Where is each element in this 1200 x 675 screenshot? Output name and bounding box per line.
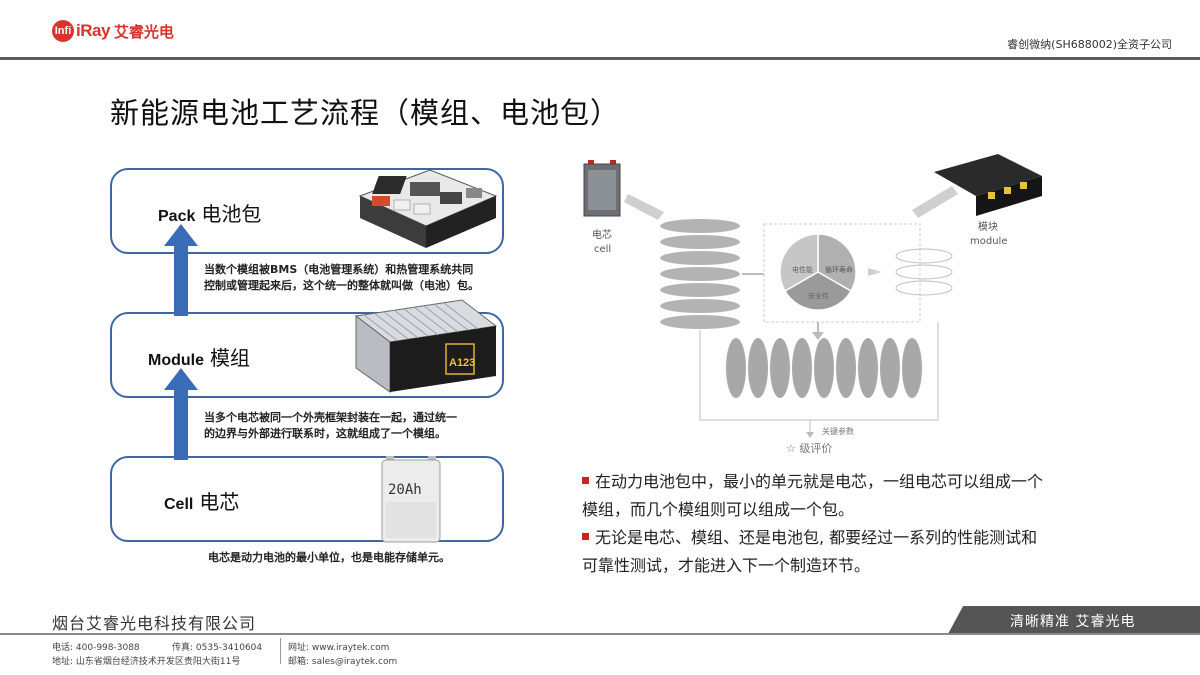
module-description: 当多个电芯被同一个外壳框架封装在一起，通过统一 的边界与外部进行联系时，这就组成…	[204, 410, 457, 442]
header-tagline: 睿创微纳(SH688002)全资子公司	[1007, 38, 1172, 51]
bullet-list: 在动力电池包中，最小的单元就是电芯，一组电芯可以组成一个模组，而几个模组则可以组…	[582, 468, 1052, 580]
cell-label-cn-right: 电芯	[592, 228, 612, 241]
company-logo[interactable]: Infi iRay 艾睿光电	[52, 20, 174, 42]
footer-email[interactable]: 邮箱: sales@iraytek.com	[288, 657, 398, 667]
header-divider	[0, 57, 1200, 60]
footer-phone: 电话: 400-998-3088	[52, 643, 140, 653]
footer-address: 地址: 山东省烟台经济技术开发区贵阳大街11号	[52, 657, 241, 667]
footer-company-name: 烟台艾睿光电科技有限公司	[52, 614, 257, 633]
slide-title: 新能源电池工艺流程（模组、电池包）	[110, 96, 621, 130]
bullet-marker-icon	[582, 477, 589, 484]
cell-label-en: Cell	[164, 496, 194, 513]
module-arrow-icon	[912, 186, 958, 218]
arrow-cell-to-module-icon	[164, 368, 198, 460]
cell-arrow-icon	[624, 194, 664, 220]
module-desc-line-1: 当多个电芯被同一个外壳框架封装在一起，通过统一	[204, 411, 457, 424]
footer-fax: 传真: 0535-3410604	[172, 643, 263, 653]
condition-ovals	[895, 248, 953, 296]
result-ovals-row	[726, 338, 922, 398]
cell-icon	[583, 160, 621, 217]
pack-label-cn: 电池包	[201, 202, 262, 226]
pie-label-3: 安全性	[808, 291, 829, 300]
cell-description: 电芯是动力电池的最小单位，也是电能存储单元。	[208, 551, 450, 564]
testing-flow-diagram: 电芯 cell 模块 module	[578, 150, 1058, 460]
module-desc-line-2: 的边界与外部进行联系时，这就组成了一个模组。	[204, 427, 446, 440]
key-params-label: 关键参数	[822, 426, 854, 436]
logo-mark: Infi	[52, 20, 74, 42]
module-label-cn-right: 模块	[978, 221, 998, 233]
module-label-en: Module	[148, 352, 204, 369]
footer-website[interactable]: 网址: www.iraytek.com	[288, 643, 390, 653]
module-label: Module 模组	[148, 342, 250, 371]
cell-capacity-text: 20Ah	[388, 482, 422, 498]
logo-cn-name: 艾睿光电	[113, 22, 174, 41]
bullet-text-1: 在动力电池包中，最小的单元就是电芯，一组电芯可以组成一个模组，而几个模组则可以组…	[582, 472, 1044, 519]
cell-label-cn: 电芯	[199, 490, 240, 514]
pack-desc-line-2: 控制或管理起来后，这个统一的整体就叫做（电池）包。	[204, 279, 479, 292]
pack-description: 当数个模组被BMS（电池管理系统）和热管理系统共同 控制或管理起来后，这个统一的…	[204, 262, 479, 294]
bullet-item-2: 无论是电芯、模组、还是电池包, 都要经过一系列的性能测试和可靠性测试，才能进入下…	[582, 524, 1052, 580]
logo-name: iRay	[76, 21, 110, 40]
cell-box: Cell 电芯	[110, 456, 504, 542]
pie-label-2: 循环寿命	[825, 265, 853, 274]
header: Infi iRay 艾睿光电 睿创微纳(SH688002)全资子公司	[0, 0, 1200, 62]
evaluation-pie: 电性能 循环寿命 安全性	[779, 233, 857, 311]
footer-slogan: 清晰精准 艾睿光电	[1010, 614, 1136, 630]
pie-label-1: 电性能	[792, 265, 813, 274]
battery-cell-image: 20Ah	[380, 454, 444, 548]
cell-label: Cell 电芯	[164, 486, 239, 515]
bullet-marker-icon	[582, 533, 589, 540]
footer-contact-divider	[280, 638, 281, 664]
bullet-text-2: 无论是电芯、模组、还是电池包, 都要经过一系列的性能测试和可靠性测试，才能进入下…	[582, 528, 1038, 575]
test-items-stack	[660, 219, 740, 329]
module-label-cn: 模组	[210, 346, 250, 370]
pack-desc-line-1: 当数个模组被BMS（电池管理系统）和热管理系统共同	[204, 263, 474, 276]
module-brand-text: A123	[449, 357, 475, 369]
battery-module-image: A123	[350, 296, 500, 398]
arrow-module-to-pack-icon	[164, 224, 198, 316]
footer-slogan-bar	[948, 606, 1200, 634]
bullet-item-1: 在动力电池包中，最小的单元就是电芯，一组电芯可以组成一个模组，而几个模组则可以组…	[582, 468, 1052, 524]
battery-hierarchy-diagram: Pack 电池包 Module 模组 Cell 电芯	[104, 160, 516, 570]
cell-label-en-right: cell	[594, 244, 611, 255]
battery-pack-image	[350, 156, 500, 256]
grade-label: ☆ 级评价	[786, 442, 832, 455]
module-label-en-right: module	[970, 236, 1007, 247]
pack-label-en: Pack	[158, 208, 196, 225]
module-icon	[934, 154, 1042, 216]
pack-label: Pack 电池包	[158, 198, 261, 227]
footer-divider	[0, 633, 1200, 635]
